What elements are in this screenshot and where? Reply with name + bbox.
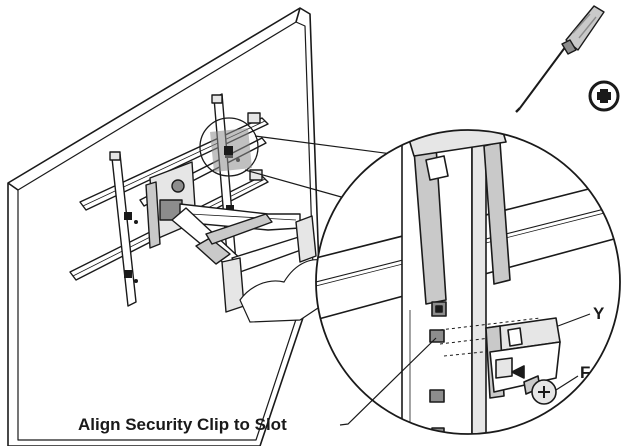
phillips-head-icon [588, 80, 620, 112]
screwdriver-icon [515, 5, 605, 113]
callout-leaders [339, 313, 591, 426]
articulating-arm [145, 161, 317, 313]
callout-y: Y [593, 304, 605, 323]
magnify-leader-lines [244, 135, 393, 201]
screw [523, 375, 557, 405]
magnified-detail [315, 129, 621, 435]
detail-source-circle [199, 117, 259, 177]
instruction-caption: Align Security Clip to Slot [78, 415, 287, 434]
callout-f: F [580, 363, 590, 382]
